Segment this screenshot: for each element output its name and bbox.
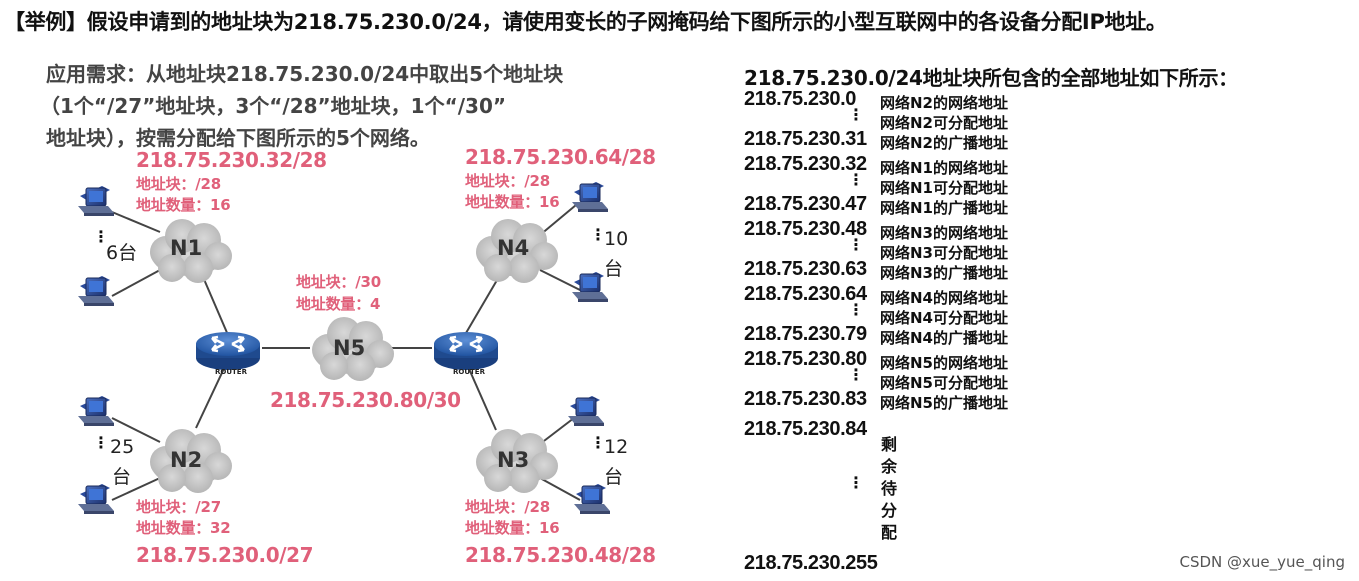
address-description: 网络N4的广播地址 (880, 329, 1008, 347)
address-list-heading: 218.75.230.0/24地址块所包含的全部地址如下所示： (744, 66, 1238, 90)
n4-count: 地址数量：16 (465, 193, 560, 211)
address-range-dots: ⋮ (848, 300, 864, 319)
n2-host-unit: 台 (112, 466, 132, 488)
address-value: 218.75.230.79 (744, 323, 867, 345)
address-value: 218.75.230.48 (744, 218, 867, 240)
link-pc-n3-bottom (539, 477, 581, 501)
n4-host-unit: 台 (604, 258, 624, 280)
network-n3-label: N3 (497, 448, 530, 472)
network-n1-label: N1 (170, 236, 203, 260)
address-description: 网络N4的网络地址 (880, 289, 1008, 307)
remaining-label: 剩 余 待 分 配 (880, 434, 898, 544)
n2-host-count: 25 (110, 436, 135, 458)
watermark: CSDN @xue_yue_qing (1179, 553, 1345, 571)
address-value: 218.75.230.32 (744, 153, 867, 175)
address-description: 网络N1可分配地址 (880, 179, 1008, 197)
router-icon (194, 330, 262, 372)
n1-host-dots: ⋮ (93, 227, 109, 246)
address-84: 218.75.230.84 (744, 418, 867, 440)
remaining-char: 待 (880, 479, 897, 498)
link-pc-n1-top (111, 211, 161, 233)
address-description: 网络N1的广播地址 (880, 199, 1008, 217)
requirement-line-3: 地址块），按需分配给下图所示的5个网络。 (46, 126, 430, 150)
link-pc-n1-bottom (111, 269, 161, 297)
n2-block: 地址块：/27 (136, 498, 221, 516)
address-description: 网络N2可分配地址 (880, 114, 1008, 132)
link-pc-n2-top (111, 417, 161, 443)
n3-count: 地址数量：16 (465, 519, 560, 537)
n3-host-dots: ⋮ (590, 433, 606, 452)
n4-host-dots: ⋮ (590, 225, 606, 244)
computer-icon (77, 275, 115, 307)
computer-icon (571, 271, 609, 303)
n2-host-dots: ⋮ (93, 433, 109, 452)
requirement-line-1: 应用需求：从地址块218.75.230.0/24中取出5个地址块 (46, 62, 564, 86)
link-pc-n3-top (539, 417, 575, 445)
network-n2-label: N2 (170, 448, 203, 472)
n2-count: 地址数量：32 (136, 519, 231, 537)
address-description: 网络N3的网络地址 (880, 224, 1008, 242)
n4-block: 地址块：/28 (465, 172, 550, 190)
router-label-left: ROUTER (215, 368, 247, 376)
network-n4-label: N4 (497, 236, 530, 260)
n1-block: 地址块：/28 (136, 175, 221, 193)
address-range-dots: ⋮ (848, 365, 864, 384)
address-description: 网络N2的广播地址 (880, 134, 1008, 152)
n4-host-count: 10 (604, 228, 629, 250)
computer-icon (571, 181, 609, 213)
address-value: 218.75.230.64 (744, 283, 867, 305)
computer-icon (567, 395, 605, 427)
address-description: 网络N5可分配地址 (880, 374, 1008, 392)
n5-cidr: 218.75.230.80/30 (270, 388, 461, 412)
n1-cidr: 218.75.230.32/28 (136, 148, 327, 172)
n5-count: 地址数量：4 (296, 295, 381, 313)
network-n5-label: N5 (333, 336, 366, 360)
address-description: 网络N1的网络地址 (880, 159, 1008, 177)
link-router2-n3 (465, 361, 497, 431)
link-pc-n4-top (539, 204, 577, 236)
address-value: 218.75.230.0 (744, 88, 856, 110)
address-value: 218.75.230.31 (744, 128, 867, 150)
n4-cidr: 218.75.230.64/28 (465, 145, 656, 169)
address-description: 网络N4可分配地址 (880, 309, 1008, 327)
address-description: 网络N3可分配地址 (880, 244, 1008, 262)
address-range-dots: ⋮ (848, 235, 864, 254)
remaining-char: 分 (880, 501, 897, 520)
address-range-dots: ⋮ (848, 170, 864, 189)
link-pc-n4-bottom (539, 269, 581, 291)
remaining-char: 配 (880, 523, 897, 542)
address-value: 218.75.230.47 (744, 193, 867, 215)
computer-icon (77, 395, 115, 427)
address-value: 218.75.230.80 (744, 348, 867, 370)
link-pc-n2-bottom (111, 477, 161, 501)
network-diagram (77, 181, 611, 515)
address-value: 218.75.230.63 (744, 258, 867, 280)
n3-cidr: 218.75.230.48/28 (465, 543, 656, 567)
n1-host-count: 6台 (106, 242, 138, 264)
address-description: 网络N2的网络地址 (880, 94, 1008, 112)
link-n4-router2 (465, 274, 501, 334)
address-description: 网络N3的广播地址 (880, 264, 1008, 282)
n2-cidr: 218.75.230.0/27 (136, 543, 314, 567)
n3-host-count: 12 (604, 436, 629, 458)
n1-count: 地址数量：16 (136, 196, 231, 214)
computer-icon (77, 185, 115, 217)
requirement-line-2: （1个“/27”地址块，3个“/28”地址块，1个“/30” (40, 94, 507, 118)
computer-icon (77, 483, 115, 515)
router-label-right: ROUTER (453, 368, 485, 376)
address-description: 网络N5的广播地址 (880, 394, 1008, 412)
address-value: 218.75.230.83 (744, 388, 867, 410)
address-description: 网络N5的网络地址 (880, 354, 1008, 372)
address-range-dots: ⋮ (848, 105, 864, 124)
link-router1-n2 (195, 359, 229, 429)
remaining-char: 剩 (880, 435, 897, 454)
page-title: 【举例】假设申请到的地址块为218.75.230.0/24，请使用变长的子网掩码… (4, 10, 1167, 34)
address-255: 218.75.230.255 (744, 552, 878, 574)
n3-host-unit: 台 (604, 466, 624, 488)
n3-block: 地址块：/28 (465, 498, 550, 516)
n5-block: 地址块：/30 (296, 273, 381, 291)
router-icon (432, 330, 500, 372)
remaining-char: 余 (880, 457, 897, 476)
remaining-dots: ⋮ (848, 473, 864, 492)
